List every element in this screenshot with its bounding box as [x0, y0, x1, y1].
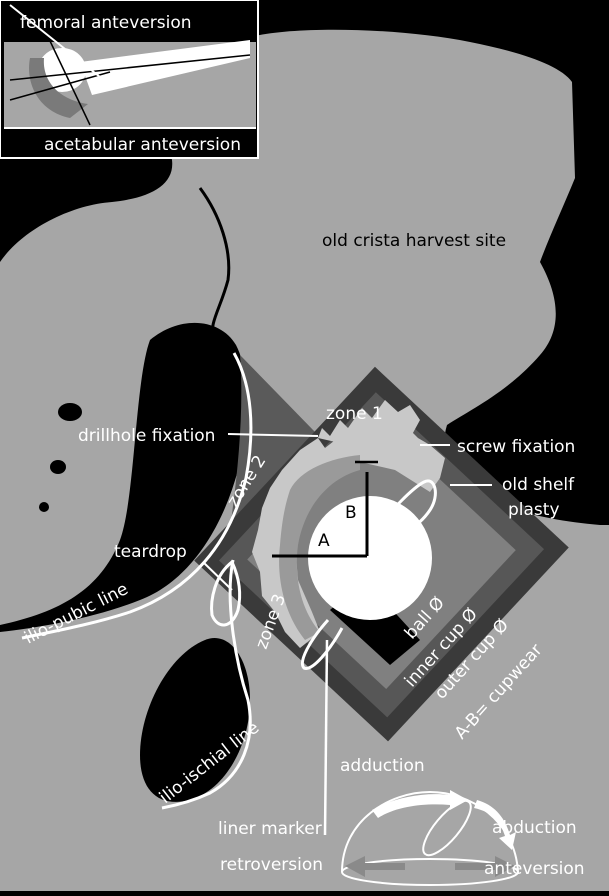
- point-b-label: B: [345, 503, 357, 523]
- inset-acetabular-anteversion-label: acetabular anteversion: [44, 135, 241, 155]
- small-hole-2: [50, 460, 66, 474]
- screw-fixation-label: screw fixation: [457, 437, 575, 457]
- small-hole-1: [58, 403, 82, 421]
- liner-marker-label: liner marker: [218, 819, 322, 839]
- old-shelf-label-line1: old shelf: [502, 475, 575, 495]
- anteversion-label: anteversion: [484, 859, 585, 879]
- point-a-label: A: [318, 531, 330, 551]
- zone-1-label: zone 1: [326, 404, 383, 424]
- adduction-label: adduction: [340, 756, 425, 776]
- old-crista-harvest-label: old crista harvest site: [322, 231, 506, 251]
- drillhole-fixation-label: drillhole fixation: [78, 426, 215, 446]
- prosthetic-ball: [308, 496, 432, 620]
- old-shelf-label-line2: plasty: [508, 500, 560, 520]
- inset-femoral-anteversion-label: femoral anteversion: [20, 13, 192, 33]
- abduction-label: abduction: [492, 818, 577, 838]
- retroversion-label: retroversion: [220, 855, 323, 875]
- anteversion-inset: femoral anteversion acetabular anteversi…: [0, 0, 258, 158]
- teardrop-label: teardrop: [114, 542, 187, 562]
- small-hole-3: [39, 502, 49, 512]
